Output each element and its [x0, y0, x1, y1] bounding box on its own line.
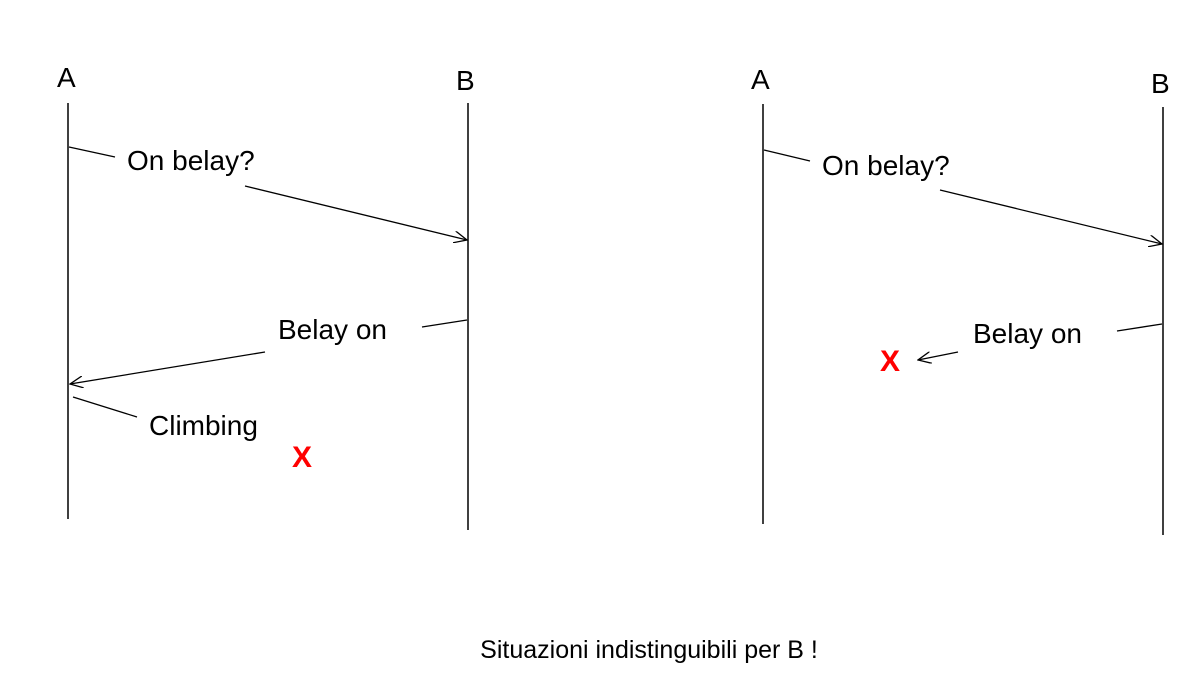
right-diagram: A B On belay? Belay on X: [751, 64, 1170, 535]
right-process-a-label: A: [751, 64, 770, 95]
left-lost-message-x-icon: X: [292, 441, 312, 474]
caption: Situazioni indistinguibili per B !: [480, 636, 818, 664]
right-msg2-leader: [1116, 323, 1163, 332]
left-diagram: A B On belay? Belay on Climbing X: [57, 62, 475, 530]
right-msg1-arrow: [939, 189, 1162, 244]
right-msg2-label: Belay on: [973, 318, 1082, 349]
left-msg1-label: On belay?: [127, 145, 255, 176]
left-msg2-leader: [421, 319, 468, 328]
right-msg2-arrow: [918, 351, 959, 360]
left-msg2-label: Belay on: [278, 314, 387, 345]
left-msg3-leader: [72, 396, 138, 418]
left-process-b-label: B: [456, 65, 475, 96]
left-msg1-arrow: [244, 185, 467, 240]
left-msg1-leader: [68, 146, 116, 158]
right-msg1-leader: [763, 149, 811, 162]
left-process-a-label: A: [57, 62, 76, 93]
right-process-b-label: B: [1151, 68, 1170, 99]
left-msg3-label: Climbing: [149, 410, 258, 441]
left-msg2-arrow: [70, 351, 266, 384]
right-msg1-label: On belay?: [822, 150, 950, 181]
right-lost-message-x-icon: X: [880, 345, 900, 378]
